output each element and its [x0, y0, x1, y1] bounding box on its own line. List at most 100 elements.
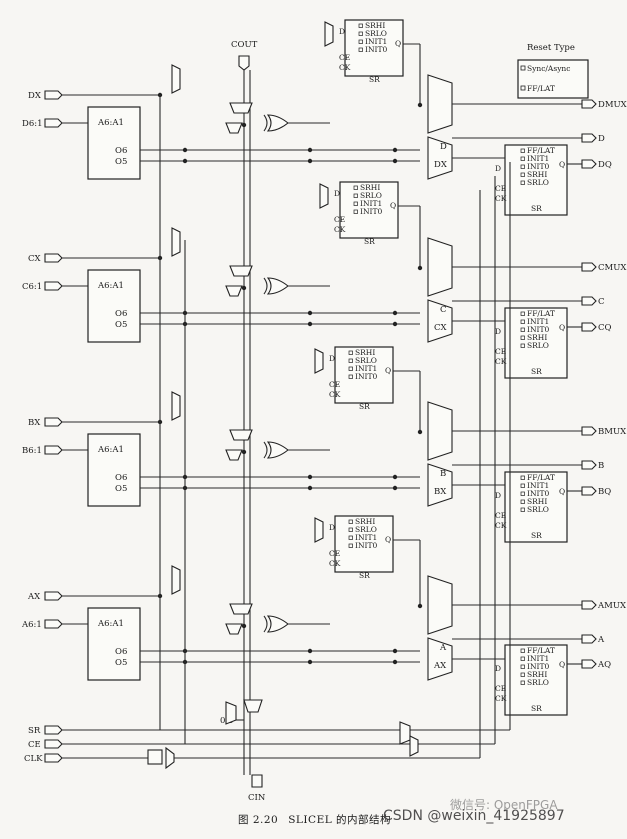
- ff-ck-label: CK: [495, 694, 507, 703]
- ff-sr-label: SR: [531, 704, 542, 713]
- reset-type-title: Reset Type: [527, 43, 575, 53]
- ff-d-label: D: [334, 189, 340, 198]
- ff-d-label: D: [495, 491, 501, 500]
- checkbox-icon: [520, 656, 525, 661]
- ff-ck-label: CK: [495, 521, 507, 530]
- ff-option-label: SRHI: [527, 170, 547, 179]
- checkbox-icon: [520, 680, 525, 685]
- out-label: C: [598, 297, 605, 307]
- sr-label: SR: [28, 726, 41, 736]
- checkbox-icon: [520, 648, 525, 653]
- ff-q-label: Q: [385, 366, 391, 375]
- bypass-label: BX: [434, 487, 447, 497]
- checkbox-icon: [353, 209, 358, 214]
- checkbox-icon: [358, 23, 363, 28]
- checkbox-icon: [520, 483, 525, 488]
- ce-label: CE: [28, 740, 41, 750]
- ff-option-label: INIT1: [365, 37, 387, 46]
- ff-d-label: D: [339, 27, 345, 36]
- ff-ck-label: CK: [339, 63, 351, 72]
- clk-label: CLK: [24, 754, 43, 764]
- out-label: B: [598, 461, 604, 471]
- checkbox-icon: [520, 180, 525, 185]
- ff-option-label: SRLO: [355, 356, 377, 365]
- ff-option-label: INIT0: [355, 372, 377, 381]
- ff-ck-label: CK: [329, 390, 341, 399]
- checkbox-icon: [348, 527, 353, 532]
- q-out-label: DQ: [598, 160, 612, 170]
- ff-option-label: SRLO: [527, 341, 549, 350]
- ff-sr-label: SR: [364, 237, 375, 246]
- ff-sr-label: SR: [531, 204, 542, 213]
- ff-q-label: Q: [559, 160, 565, 169]
- checkbox-icon: [358, 39, 363, 44]
- bypass-label: AX: [433, 661, 447, 671]
- lut-label: A6:A1: [97, 619, 124, 629]
- checkbox-icon: [520, 164, 525, 169]
- ff-ck-label: CK: [329, 559, 341, 568]
- checkbox-icon: [348, 374, 353, 379]
- ff-ck-label: CK: [334, 225, 346, 234]
- ff-option-label: SRLO: [527, 678, 549, 687]
- ff-option-label: SRLO: [527, 178, 549, 187]
- ff-ce-label: CE: [329, 549, 340, 558]
- ff-sr-label: SR: [359, 402, 370, 411]
- ff-option-label: SRHI: [365, 21, 385, 30]
- cin-label: CIN: [248, 793, 266, 803]
- ff-option-label: INIT0: [355, 541, 377, 550]
- checkbox-icon: [348, 535, 353, 540]
- checkbox-icon: [353, 201, 358, 206]
- ff-d-label: D: [495, 664, 501, 673]
- ff-option-label: FF/LAT: [527, 146, 555, 155]
- ff-ce-label: CE: [339, 53, 350, 62]
- bypass-label: DX: [434, 160, 448, 170]
- ff-q-label: Q: [559, 660, 565, 669]
- ff-option-label: INIT0: [360, 207, 382, 216]
- q-out-label: AQ: [597, 660, 611, 670]
- mux-out-label: BMUX: [598, 427, 627, 437]
- checkbox-icon: [520, 343, 525, 348]
- lut-input-label: A6:1: [21, 620, 42, 630]
- out-label: D: [598, 134, 605, 144]
- ff-q-label: Q: [395, 39, 401, 48]
- x-input-label: AX: [27, 592, 41, 602]
- checkbox-icon: [520, 507, 525, 512]
- ff-d-label: D: [495, 164, 501, 173]
- ff-ce-label: CE: [334, 215, 345, 224]
- checkbox-icon: [520, 156, 525, 161]
- lut-label: A6:A1: [97, 281, 124, 291]
- checkbox-icon: [520, 65, 526, 71]
- ff-option-label: INIT0: [365, 45, 387, 54]
- ff-option-label: INIT0: [527, 325, 549, 334]
- checkbox-icon: [520, 491, 525, 496]
- ff-option-label: INIT0: [527, 662, 549, 671]
- lut-o5-label: O5: [115, 320, 127, 330]
- lut-input-label: D6:1: [22, 119, 43, 129]
- lut-label: A6:A1: [97, 445, 124, 455]
- ff-option-label: INIT1: [527, 654, 549, 663]
- figure-title: SLICEL 的内部结构: [288, 814, 392, 826]
- reset-option-sync: Sync/Async: [527, 64, 570, 73]
- ff-option-label: INIT1: [527, 154, 549, 163]
- ff-option-label: INIT1: [527, 317, 549, 326]
- ff-ck-label: CK: [495, 194, 507, 203]
- lut-o6-label: O6: [115, 647, 127, 657]
- checkbox-icon: [520, 85, 526, 91]
- ff-ce-label: CE: [495, 511, 506, 520]
- mux-out-label: AMUX: [597, 601, 627, 611]
- ff-option-label: SRHI: [527, 670, 547, 679]
- cout-port: COUT: [231, 40, 258, 71]
- lut-input-label: C6:1: [22, 282, 42, 292]
- ff-option-label: FF/LAT: [527, 473, 555, 482]
- reset-type-panel: Reset Type Sync/Async FF/LAT: [517, 43, 589, 99]
- lut-o6-label: O6: [115, 309, 127, 319]
- wechat-watermark: 微信号: OpenFPGA: [450, 798, 558, 812]
- bypass-label: CX: [434, 323, 448, 333]
- cin-port: CIN: [248, 774, 266, 803]
